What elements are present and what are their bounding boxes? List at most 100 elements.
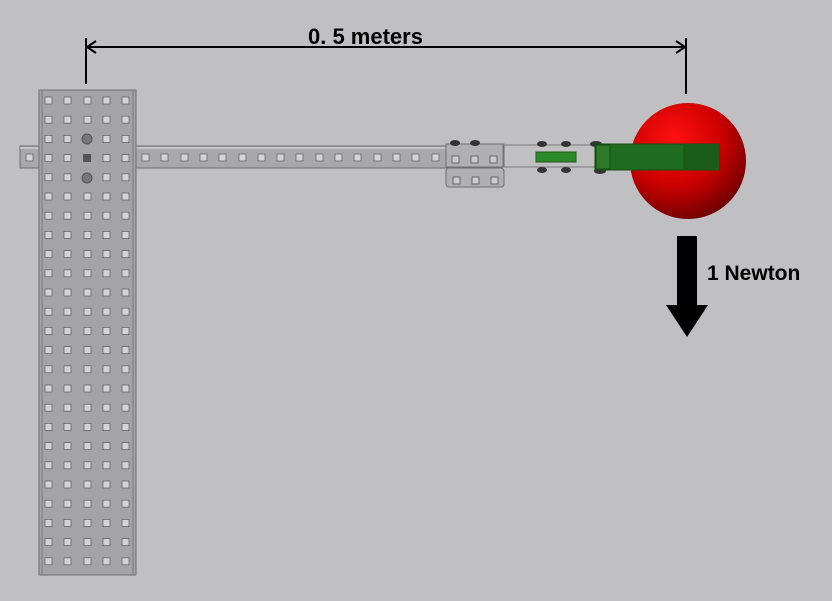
hole [180,153,189,162]
hole [373,153,382,162]
hole [121,307,130,316]
hole [102,154,111,163]
hole [63,461,72,470]
hole [102,538,111,546]
hole [63,307,72,316]
hole [44,230,53,239]
hole [63,154,72,163]
hole [83,326,92,335]
hole [276,153,285,162]
hole [121,538,130,546]
hole [44,538,53,546]
hole [83,346,92,355]
hole [63,403,72,412]
hole [44,403,53,412]
hole [121,499,130,508]
hole [83,538,92,546]
hole [63,557,72,566]
hole [121,250,130,259]
hole [63,499,72,508]
hole [44,96,53,105]
hole [353,153,362,162]
hole [83,96,92,105]
hole [44,365,53,374]
hole [63,365,72,374]
hole [83,250,92,259]
hole [83,442,92,451]
hole [141,153,150,162]
hole [63,230,72,239]
hole [121,154,130,163]
hole [83,422,92,431]
hole [44,499,53,508]
hole [121,115,130,124]
hole [160,153,169,162]
hole [102,326,111,335]
hole [44,250,53,259]
hole [121,557,130,566]
force-label: 1 Newton [707,262,801,285]
hole [102,499,111,508]
hole [199,153,208,162]
hole [63,288,72,297]
hole [83,230,92,239]
hole [44,288,53,297]
hole [102,211,111,220]
hole [83,403,92,412]
bolt-icon [81,172,93,184]
hole [334,153,343,162]
hole [44,346,53,355]
hole [102,442,111,451]
hole [83,115,92,124]
hole [44,173,53,182]
hole [63,442,72,451]
hole [44,384,53,393]
hole [102,250,111,259]
hole [102,269,111,278]
hole [121,326,130,335]
hole [121,461,130,470]
hole [257,153,266,162]
hole [44,422,53,431]
hole [44,480,53,489]
hole [102,288,111,297]
hole [44,307,53,316]
hole [102,230,111,239]
hole [102,422,111,431]
hole [121,134,130,143]
hole [121,442,130,451]
hole [83,557,92,566]
hole [83,269,92,278]
hole [431,153,440,162]
hole [102,134,111,143]
hole [83,365,92,374]
hole [83,211,92,220]
bracket [445,140,606,188]
hole [121,519,130,527]
hole [102,384,111,393]
hole [83,307,92,316]
hole [121,384,130,393]
hole [102,192,111,201]
hole [295,153,304,162]
hole [102,307,111,316]
hole [102,115,111,124]
hole [102,557,111,566]
hole [83,384,92,393]
hole [63,115,72,124]
vertical-plate [38,89,137,576]
hole [83,519,92,527]
hole [411,153,420,162]
hole [102,346,111,355]
hole [63,326,72,335]
hole [83,288,92,297]
hole [315,153,324,162]
hole [83,499,92,508]
hole [121,422,130,431]
hole [121,288,130,297]
hole [63,96,72,105]
hole [102,480,111,489]
gripper-claw [535,143,720,171]
dimension-label: 0. 5 meters [308,24,423,49]
